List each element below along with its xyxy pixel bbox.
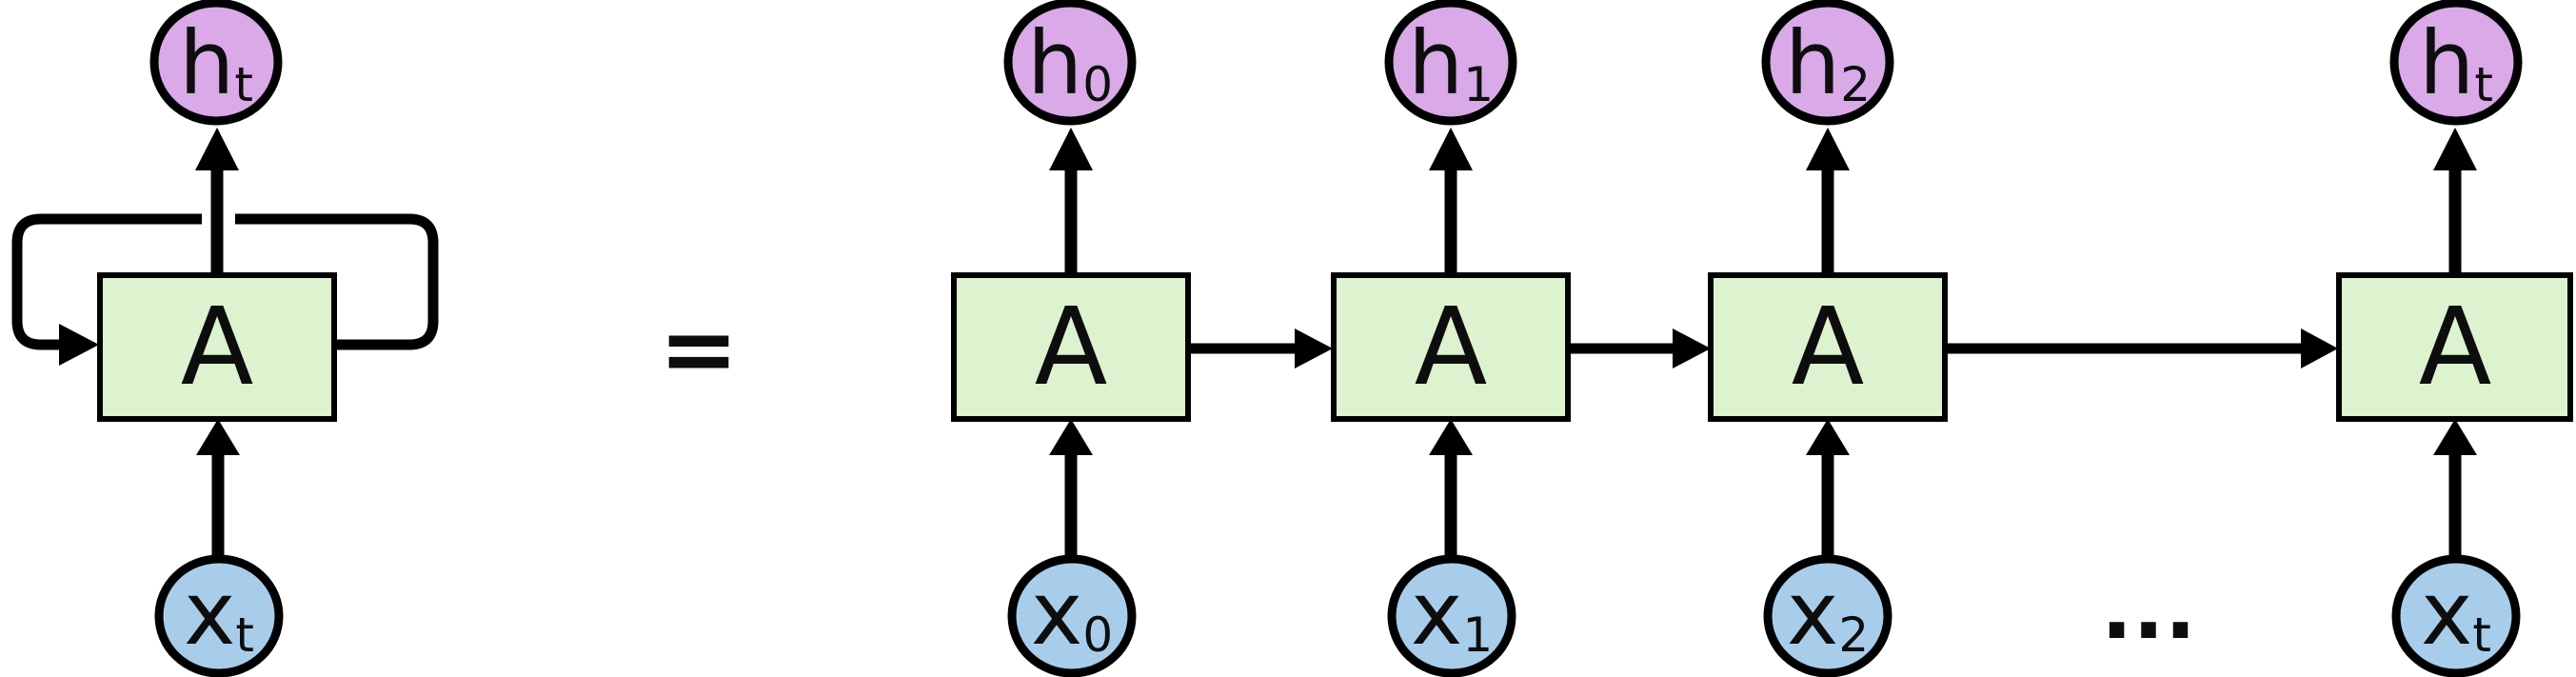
rnn-cell-label: A — [181, 286, 254, 409]
input-label: xt — [2421, 563, 2491, 665]
state-arrow-2-3 — [1945, 329, 2338, 368]
hidden-state-label: ht — [2419, 12, 2493, 114]
hidden-state-label: ht — [179, 12, 253, 114]
input-arrowhead-icon — [1429, 419, 1473, 455]
rnn-cell-label: A — [1415, 286, 1488, 409]
recurrent-loop-arrowhead-icon — [59, 324, 99, 366]
input-node — [2391, 554, 2521, 677]
rnn-cell-label: A — [1792, 286, 1865, 409]
input-label: x0 — [1031, 563, 1113, 665]
hidden-state-node — [1761, 0, 1894, 126]
output-arrowhead-icon — [1806, 128, 1850, 170]
output-arrowhead-icon — [195, 128, 239, 170]
input-label: x1 — [1411, 563, 1493, 665]
input-label: xt — [184, 563, 254, 665]
rnn-cell-label: A — [1035, 286, 1108, 409]
rnn-cell-box — [1708, 272, 1948, 422]
input-node — [1387, 554, 1516, 677]
output-arrowhead-icon — [1049, 128, 1093, 170]
state-arrowhead-icon — [2301, 329, 2338, 368]
recurrent-loop-left — [11, 213, 202, 350]
rnn-unit-unrolled-3: A ht xt — [2336, 0, 2573, 677]
input-arrowhead-icon — [1049, 419, 1093, 455]
state-arrowhead-icon — [1295, 329, 1333, 368]
rnn-cell-box — [1331, 272, 1571, 422]
rnn-unit-unrolled-1: A h1 x1 — [1331, 0, 1571, 677]
rnn-cell-box — [951, 272, 1191, 422]
state-arrowhead-icon — [1673, 329, 1711, 368]
input-node — [1007, 554, 1137, 677]
hidden-state-label: h2 — [1785, 12, 1871, 114]
input-arrowhead-icon — [2433, 419, 2477, 455]
rnn-unit-unrolled-0: A h0 x0 — [951, 0, 1191, 677]
input-node — [154, 554, 284, 677]
output-arrowhead-icon — [1429, 128, 1473, 170]
hidden-state-node — [1384, 0, 1517, 126]
hidden-state-node — [149, 0, 283, 126]
ellipsis: ... — [2101, 560, 2196, 658]
rnn-cell-label: A — [2419, 286, 2492, 409]
hidden-state-node — [2389, 0, 2523, 126]
hidden-state-label: h0 — [1027, 12, 1113, 114]
input-node — [1763, 554, 1892, 677]
equals-sign: = — [659, 293, 739, 405]
rnn-unit-folded: A ht xt — [11, 0, 439, 677]
hidden-state-label: h1 — [1408, 12, 1494, 114]
output-arrowhead-icon — [2433, 128, 2477, 170]
state-arrow-1-2 — [1569, 329, 1711, 368]
recurrent-loop-right — [235, 213, 439, 350]
hidden-state-node — [1003, 0, 1137, 126]
rnn-cell-box — [2336, 272, 2573, 422]
input-arrowhead-icon — [1806, 419, 1850, 455]
state-arrow-0-1 — [1188, 329, 1333, 368]
input-arrowhead-icon — [196, 419, 240, 455]
rnn-cell-box — [97, 272, 337, 422]
input-label: x2 — [1787, 563, 1869, 665]
rnn-unit-unrolled-2: A h2 x2 — [1708, 0, 1948, 677]
